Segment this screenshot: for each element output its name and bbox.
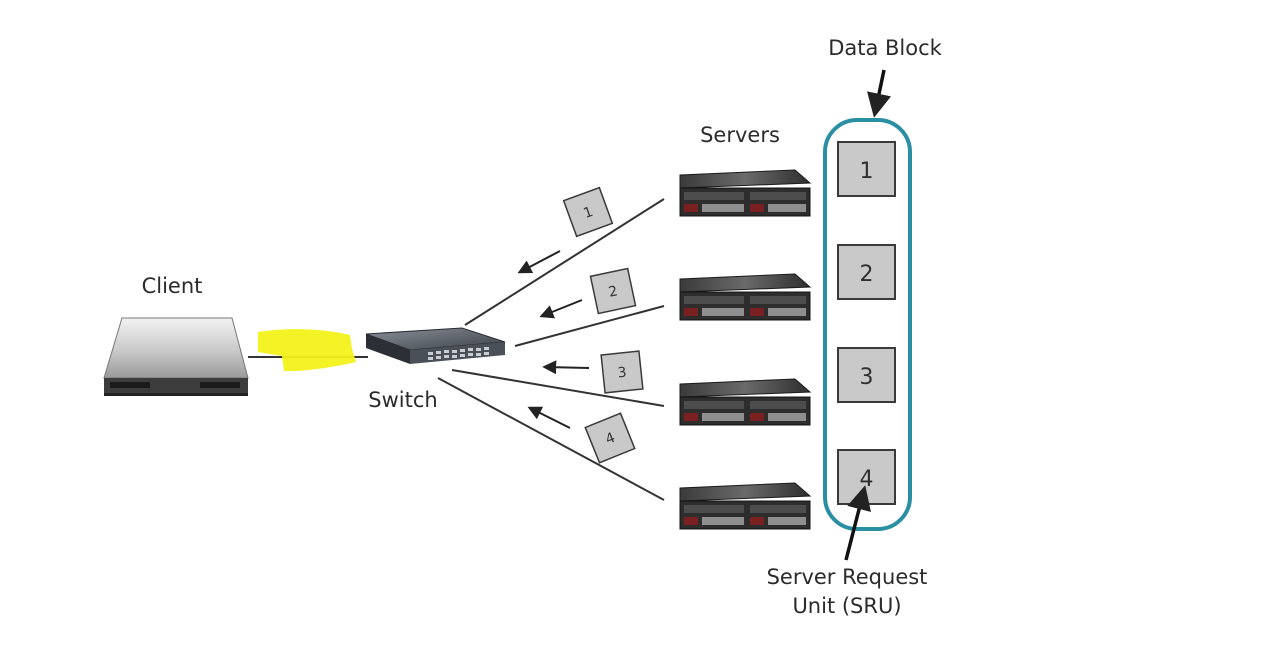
packet-4: 4: [584, 412, 636, 464]
server-2-icon: [679, 273, 812, 321]
data-block-pointer-arrow: [867, 69, 892, 118]
switch-label: Switch: [368, 388, 437, 412]
network-switch-icon: [365, 327, 506, 364]
packet-2-arrow: [539, 299, 583, 319]
sru-box-4-number: 4: [860, 467, 874, 492]
link-server-3: [451, 369, 665, 407]
packet-2: 2: [589, 267, 637, 315]
sru-box-2-number: 2: [860, 262, 874, 287]
server-1-icon: [679, 169, 812, 217]
server-3-icon: [679, 378, 812, 426]
client-server-icon: [103, 317, 249, 396]
packet-3: 3: [600, 350, 644, 394]
client-label: Client: [142, 274, 203, 298]
packet-2-number: 2: [607, 283, 619, 301]
data-block-container: [823, 118, 912, 531]
packet-3-number: 3: [617, 365, 628, 382]
sru-box-3: 3: [837, 347, 896, 403]
highlight-mark: [258, 329, 356, 372]
sru-box-4: 4: [837, 449, 896, 505]
sru-box-3-number: 3: [860, 365, 874, 390]
sru-label-line2: Unit (SRU): [792, 594, 901, 618]
link-server-2: [514, 305, 665, 347]
sru-box-1-number: 1: [860, 159, 874, 184]
sru-box-1: 1: [837, 141, 896, 197]
data-block-label: Data Block: [828, 36, 942, 60]
packet-1-arrow: [517, 250, 561, 274]
sru-box-2: 2: [837, 244, 896, 300]
packet-4-arrow: [527, 406, 571, 429]
sru-label-line1: Server Request: [767, 565, 928, 589]
packet-3-arrow: [542, 360, 590, 375]
packet-1: 1: [562, 186, 614, 238]
link-server-4: [437, 377, 665, 501]
link-server-1: [464, 198, 665, 326]
sru-pointer-arrow: [844, 485, 871, 561]
servers-label: Servers: [700, 123, 780, 147]
server-4-icon: [679, 482, 812, 530]
